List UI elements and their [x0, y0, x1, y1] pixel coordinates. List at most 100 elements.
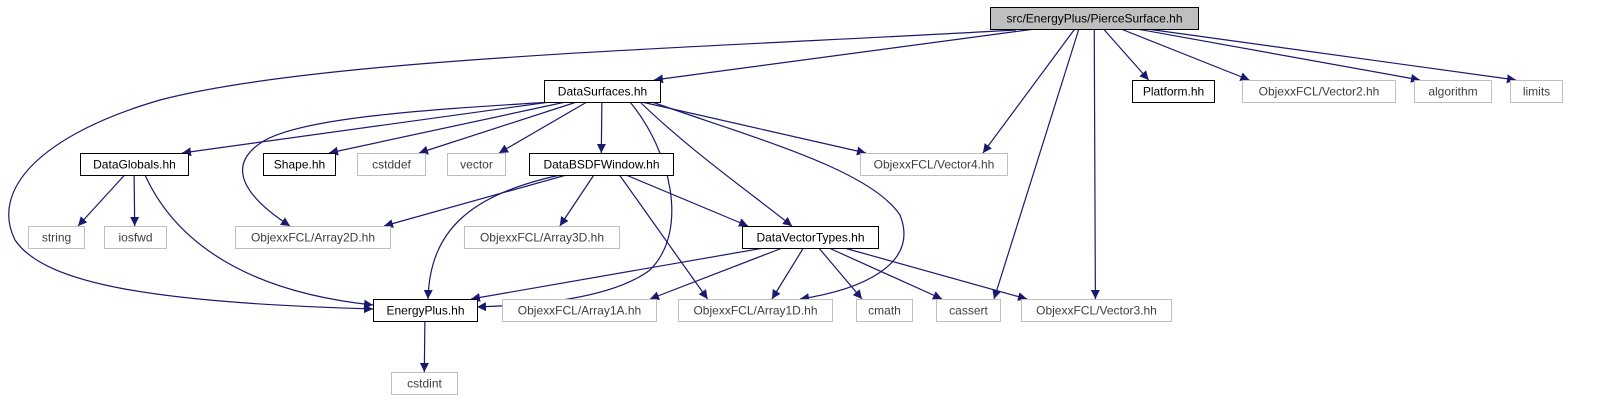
node-label: cassert	[949, 304, 988, 318]
node-cmath[interactable]: cmath	[856, 299, 913, 322]
node-string[interactable]: string	[28, 226, 85, 249]
edge-databsdf-to-energyplus	[423, 174, 561, 300]
node-box	[104, 226, 167, 249]
edge-databsdf-to-array1d	[618, 174, 709, 300]
node-label: ObjexxFCL/Vector4.hh	[874, 158, 995, 172]
edge-dataglobals-to-energyplus	[144, 174, 374, 309]
node-label: string	[42, 231, 71, 245]
node-box	[1242, 80, 1396, 103]
node-box	[235, 226, 391, 249]
edge-datasurfaces-to-array1d	[651, 101, 905, 303]
node-label: Platform.hh	[1143, 85, 1204, 99]
node-label: ObjexxFCL/Vector2.hh	[1259, 85, 1380, 99]
node-label: src/EnergyPlus/PierceSurface.hh	[1006, 12, 1182, 26]
node-box	[28, 226, 85, 249]
edge-dataglobals-to-string	[77, 174, 126, 227]
node-datavector[interactable]: DataVectorTypes.hh	[742, 226, 879, 249]
node-label: iosfwd	[118, 231, 152, 245]
node-cassert[interactable]: cassert	[936, 299, 1001, 322]
edge-databsdf-to-array3d	[559, 174, 595, 227]
node-databsdf[interactable]: DataBSDFWindow.hh	[529, 153, 674, 176]
edge-energyplus-to-cstdint	[419, 320, 429, 373]
node-box	[856, 299, 913, 322]
edge-datasurfaces-to-datavector	[639, 101, 793, 227]
node-label: cstdint	[407, 377, 442, 391]
node-label: DataSurfaces.hh	[558, 85, 647, 99]
node-box	[464, 226, 620, 249]
node-label: limits	[1523, 85, 1550, 99]
node-box	[678, 299, 833, 322]
edge-datavector-to-array1d	[771, 247, 804, 300]
node-array2d[interactable]: ObjexxFCL/Array2D.hh	[235, 226, 391, 249]
edge-dataglobals-to-iosfwd	[130, 174, 140, 227]
edge-datavector-to-vector3	[844, 247, 1028, 301]
edge-datavector-to-cmath	[818, 247, 863, 300]
edge-datavector-to-energyplus	[470, 247, 764, 302]
node-energyplus[interactable]: EnergyPlus.hh	[373, 299, 478, 322]
node-box	[990, 7, 1199, 30]
edge-root-to-vector2	[1120, 28, 1250, 81]
edge-datavector-to-cassert	[828, 247, 943, 300]
node-vector[interactable]: vector	[447, 153, 506, 176]
edge-databsdf-to-array2d	[383, 174, 567, 228]
edge-root-to-datasurfaces	[653, 28, 1036, 84]
edge-datasurfaces-to-cstddef	[418, 101, 577, 155]
node-root[interactable]: src/EnergyPlus/PierceSurface.hh	[990, 7, 1199, 30]
edge-datavector-to-array1a	[649, 247, 783, 300]
node-box	[80, 153, 189, 176]
node-box	[529, 153, 674, 176]
node-box	[447, 153, 506, 176]
node-label: EnergyPlus.hh	[386, 304, 464, 318]
edge-databsdf-to-datavector	[625, 174, 749, 227]
node-box	[544, 80, 661, 103]
edge-root-to-platform	[1103, 28, 1150, 81]
edge-datasurfaces-to-databsdf	[596, 101, 606, 154]
edge-root-to-limits	[1146, 28, 1517, 84]
node-shape[interactable]: Shape.hh	[263, 153, 336, 176]
node-label: DataVectorTypes.hh	[756, 231, 864, 245]
node-vector3[interactable]: ObjexxFCL/Vector3.hh	[1021, 299, 1172, 322]
node-box	[1414, 80, 1492, 103]
node-label: DataGlobals.hh	[93, 158, 176, 172]
node-platform[interactable]: Platform.hh	[1132, 80, 1215, 103]
node-label: ObjexxFCL/Array3D.hh	[480, 231, 604, 245]
node-array1a[interactable]: ObjexxFCL/Array1A.hh	[502, 299, 657, 322]
edge-root-to-vector3	[1090, 28, 1100, 300]
node-label: cstddef	[372, 158, 411, 172]
node-vector4[interactable]: ObjexxFCL/Vector4.hh	[860, 153, 1008, 176]
edges-layer	[8, 28, 1517, 373]
edge-datasurfaces-to-dataglobals	[181, 101, 551, 157]
node-iosfwd[interactable]: iosfwd	[104, 226, 167, 249]
node-box	[860, 153, 1008, 176]
node-cstdint[interactable]: cstdint	[391, 372, 458, 395]
node-array3d[interactable]: ObjexxFCL/Array3D.hh	[464, 226, 620, 249]
node-box	[502, 299, 657, 322]
node-dataglobals[interactable]: DataGlobals.hh	[80, 153, 189, 176]
edge-root-to-cassert	[992, 28, 1080, 300]
node-box	[391, 372, 458, 395]
node-box	[1510, 80, 1563, 103]
node-label: ObjexxFCL/Array2D.hh	[251, 231, 375, 245]
node-label: cmath	[868, 304, 901, 318]
edge-datasurfaces-to-vector4	[641, 101, 867, 156]
node-box	[373, 299, 478, 322]
node-array1d[interactable]: ObjexxFCL/Array1D.hh	[678, 299, 833, 322]
node-vector2[interactable]: ObjexxFCL/Vector2.hh	[1242, 80, 1396, 103]
node-label: DataBSDFWindow.hh	[543, 158, 659, 172]
edge-datasurfaces-to-array2d	[241, 101, 553, 227]
node-algorithm[interactable]: algorithm	[1414, 80, 1492, 103]
edge-root-to-vector4	[982, 28, 1076, 154]
node-box	[357, 153, 426, 176]
edge-datasurfaces-to-vector	[498, 101, 588, 154]
nodes-layer: src/EnergyPlus/PierceSurface.hhDataSurfa…	[28, 7, 1563, 395]
edge-datasurfaces-to-shape	[328, 101, 566, 156]
node-limits[interactable]: limits	[1510, 80, 1563, 103]
node-datasurfaces[interactable]: DataSurfaces.hh	[544, 80, 661, 103]
node-box	[1021, 299, 1172, 322]
edge-root-to-algorithm	[1136, 28, 1421, 83]
node-label: Shape.hh	[274, 158, 325, 172]
node-label: ObjexxFCL/Vector3.hh	[1036, 304, 1157, 318]
node-box	[263, 153, 336, 176]
node-cstddef[interactable]: cstddef	[357, 153, 426, 176]
